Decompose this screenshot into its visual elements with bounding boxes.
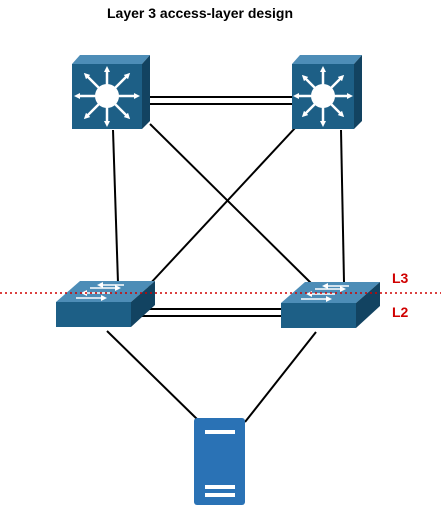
link-core-left-access-left [112,129,119,284]
server-slot-icon [205,493,235,497]
l2-label: L2 [392,304,409,320]
server[interactable] [194,418,245,505]
access-left-switch[interactable] [56,281,155,327]
core-right-switch[interactable] [292,55,362,129]
links [106,96,345,423]
l3-label: L3 [392,270,409,286]
routing-icon [293,66,353,127]
link-access-right-server [244,331,317,423]
link-core-right-access-right [340,129,345,283]
routing-icon [74,66,140,127]
diagram-title: Layer 3 access-layer design [106,5,293,21]
link-core-right-access-left [147,126,297,287]
core-left-switch[interactable] [72,55,150,129]
switching-arrows-icon [301,283,349,302]
link-core-left-core-right [150,96,292,105]
link-access-left-server [106,330,199,421]
link-core-left-access-right [149,123,317,289]
access-right-switch[interactable] [281,282,380,328]
link-access-left-access-right [130,308,282,317]
server-slot-icon [205,485,235,489]
server-slot-icon [205,430,235,434]
